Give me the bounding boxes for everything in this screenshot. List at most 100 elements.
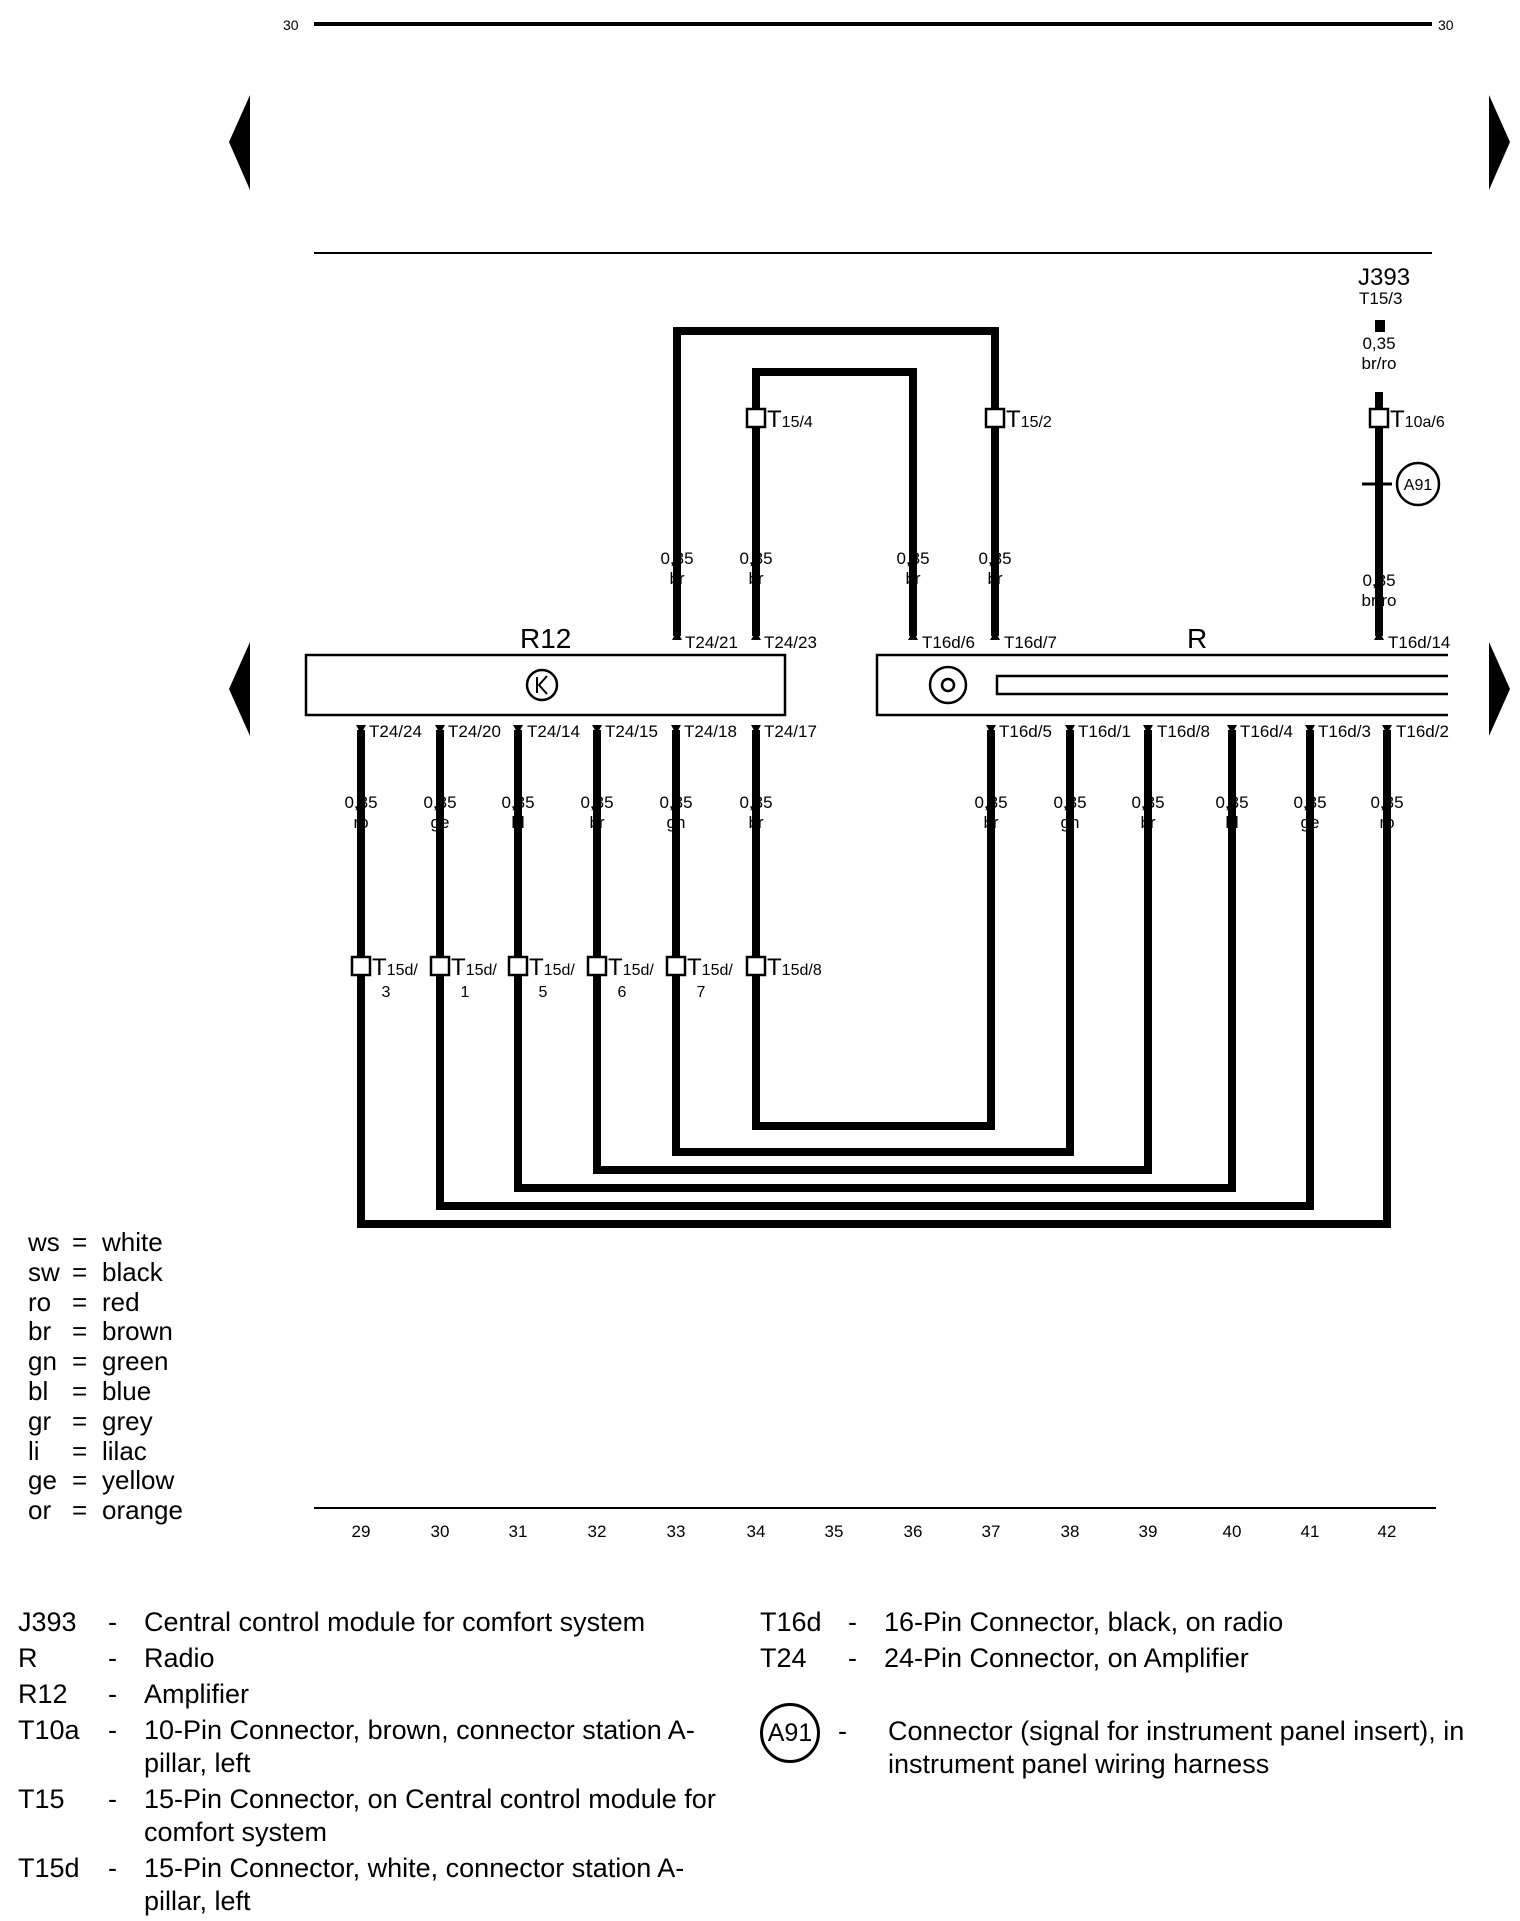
- pin-label: T24/17: [764, 722, 817, 741]
- wire-gauge-label: 0,35: [344, 793, 377, 812]
- wire-color-label: ro: [353, 813, 368, 832]
- wire-color-label: br: [589, 813, 604, 832]
- grid-number: 42: [1378, 1522, 1397, 1541]
- wire-color-label: br: [748, 813, 763, 832]
- legend-code: R12: [18, 1679, 68, 1709]
- pin-label: T16d/14: [1388, 633, 1450, 652]
- wire-loop-t24-21-to-t16d-7: [673, 327, 999, 636]
- pin-label: T16d/2: [1396, 722, 1449, 741]
- connector-label: T15/2: [1006, 406, 1052, 433]
- pin-label: T24/15: [605, 722, 658, 741]
- pin-label: T16d/7: [1004, 633, 1057, 652]
- wire-color-label: bl: [1225, 813, 1238, 832]
- legend-desc: 15-Pin Connector, on Central control mod…: [144, 1784, 716, 1847]
- wire-gauge-label: 0,35: [1362, 334, 1395, 353]
- color-code: sw: [28, 1256, 60, 1287]
- legend-item: R12-Amplifier: [18, 1678, 738, 1711]
- wire-gauge-label: 0,35: [739, 793, 772, 812]
- color-name: black: [102, 1256, 163, 1287]
- wire-loop-t24-23-to-t16d-6: [752, 368, 917, 636]
- color-name: orange: [102, 1495, 183, 1526]
- color-legend-row: gn=green: [28, 1346, 169, 1377]
- connector-label-pin: 7: [697, 984, 706, 1001]
- legend-item: R-Radio: [18, 1642, 738, 1675]
- wire-gauge-label: 0,35: [739, 549, 772, 568]
- legend-item: T24-24-Pin Connector, on Amplifier: [760, 1642, 1480, 1675]
- color-legend-row: bl=blue: [28, 1375, 152, 1406]
- wire-loop-t24-14-to-t16d-4: [514, 730, 1236, 1192]
- wire-gauge-label: 0,35: [659, 793, 692, 812]
- grid-number: 41: [1301, 1522, 1320, 1541]
- legend-code: J393: [18, 1607, 77, 1637]
- wire-color-label: bl: [511, 813, 524, 832]
- wire-color-label: br: [669, 569, 684, 588]
- a91-legend-badge: A91: [760, 1703, 820, 1763]
- connector-label-pin: 6: [618, 984, 627, 1001]
- wire-color-label: gn: [1061, 813, 1080, 832]
- connector-label: T15d/8: [767, 954, 822, 981]
- wire-color-label: br: [748, 569, 763, 588]
- legend-code: T24: [760, 1643, 807, 1673]
- nav-right-arrow-top[interactable]: [1489, 95, 1510, 190]
- pin-label: T16d/3: [1318, 722, 1371, 741]
- top-left-ref: 30: [283, 17, 299, 33]
- color-legend-row: sw=black: [28, 1256, 163, 1287]
- amplifier-label: R12: [520, 623, 571, 654]
- color-legend-row: ro=red: [28, 1286, 140, 1317]
- j393-terminal: [1375, 320, 1385, 332]
- color-legend-row: ws=white: [28, 1227, 163, 1257]
- legend-code: T10a: [18, 1715, 80, 1745]
- grid-number: 38: [1061, 1522, 1080, 1541]
- legend-desc: Amplifier: [144, 1679, 250, 1709]
- nav-left-arrow-bottom[interactable]: [229, 642, 250, 736]
- pin-label: T16d/8: [1157, 722, 1210, 741]
- color-code: bl: [28, 1375, 49, 1406]
- connector-label-pin: 5: [539, 984, 548, 1001]
- wire-gauge-label: 0,35: [1370, 793, 1403, 812]
- wire-gauge-label: 0,35: [1215, 793, 1248, 812]
- connector-label-pin: 3: [382, 984, 391, 1001]
- connector-label: T15d/: [451, 954, 497, 981]
- grid-number: 40: [1223, 1522, 1242, 1541]
- color-code: ws: [28, 1227, 60, 1257]
- color-code: ro: [28, 1286, 52, 1317]
- color-name: white: [102, 1227, 163, 1257]
- wire-gauge-label: 0,35: [423, 793, 456, 812]
- pin-label: T24/23: [764, 633, 817, 652]
- legend-item: T16d-16-Pin Connector, black, on radio: [760, 1606, 1480, 1639]
- color-code: br: [28, 1316, 52, 1347]
- wire-loop-t24-24-to-t16d-2: [357, 730, 1391, 1228]
- color-code: ge: [28, 1465, 57, 1496]
- legend-code: T15: [18, 1784, 65, 1814]
- nav-right-arrow-bottom[interactable]: [1489, 642, 1510, 736]
- nav-left-arrow-top[interactable]: [229, 95, 250, 190]
- grid-number: 31: [509, 1522, 528, 1541]
- pin-label: T16d/6: [922, 633, 975, 652]
- grid-number: 36: [904, 1522, 923, 1541]
- top-right-ref: 30: [1438, 17, 1454, 33]
- wire-gauge-label: 0,35: [974, 793, 1007, 812]
- wire-loop-t24-18-to-t16d-1: [672, 730, 1074, 1156]
- color-legend-row: gr=grey: [28, 1405, 153, 1436]
- radio-r: [875, 653, 1448, 717]
- color-legend-row: li=lilac: [28, 1435, 147, 1466]
- pin-label: T24/24: [369, 722, 422, 741]
- legend-desc: Radio: [144, 1643, 215, 1673]
- color-legend-row: br=brown: [28, 1316, 173, 1347]
- grid-number: 34: [747, 1522, 766, 1541]
- grid-number: 32: [588, 1522, 607, 1541]
- connector-label-pin: 1: [461, 984, 470, 1001]
- wire-gauge-label: 0,35: [1293, 793, 1326, 812]
- wire-gauge-label: 0,35: [501, 793, 534, 812]
- legend-desc-a91: Connector (signal for instrument panel i…: [888, 1716, 1465, 1779]
- color-code: li: [28, 1435, 40, 1466]
- connector-label: T15d/: [529, 954, 575, 981]
- wire-color-label: gn: [667, 813, 686, 832]
- pin-label: T24/18: [684, 722, 737, 741]
- wire-gauge-label: 0,35: [1053, 793, 1086, 812]
- grid-number: 30: [431, 1522, 450, 1541]
- legend-desc: Central control module for comfort syste…: [144, 1607, 646, 1637]
- amplifier-r12: [304, 653, 787, 717]
- legend-item: J393-Central control module for comfort …: [18, 1606, 738, 1639]
